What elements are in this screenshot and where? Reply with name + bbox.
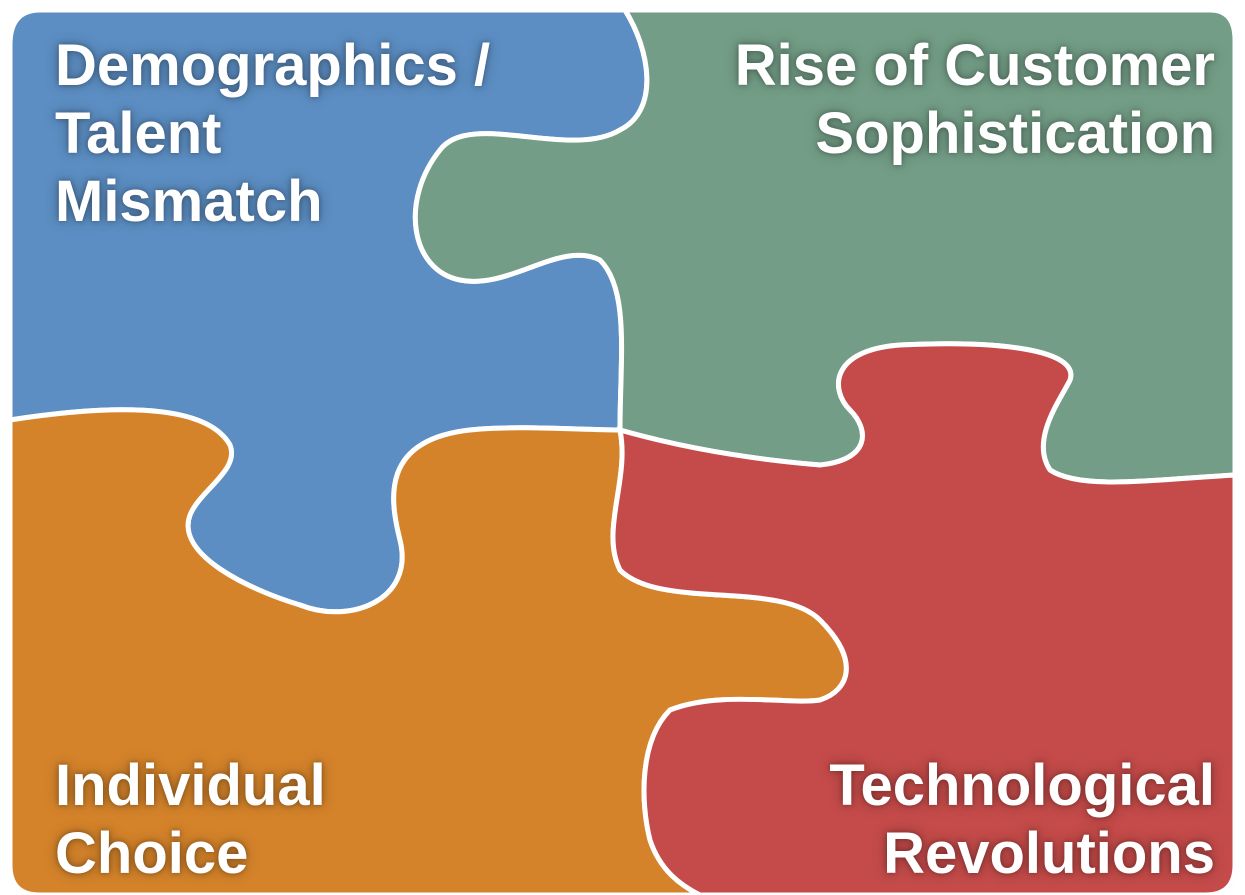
label-individual-choice: Individual Choice [55,752,326,888]
label-line: Mismatch [55,169,323,234]
label-line: Individual [55,753,326,818]
label-line: Rise of Customer [734,33,1215,98]
label-line: Revolutions [883,821,1215,886]
label-demographics-talent-mismatch: Demographics / Talent Mismatch [55,32,490,236]
label-line: Choice [55,821,249,886]
label-line: Technological [829,753,1215,818]
label-line: Demographics / [55,33,491,98]
label-rise-of-customer-sophistication: Rise of Customer Sophistication [735,32,1215,168]
label-line: Sophistication [815,101,1215,166]
label-technological-revolutions: Technological Revolutions [829,752,1215,888]
label-line: Talent [55,101,222,166]
